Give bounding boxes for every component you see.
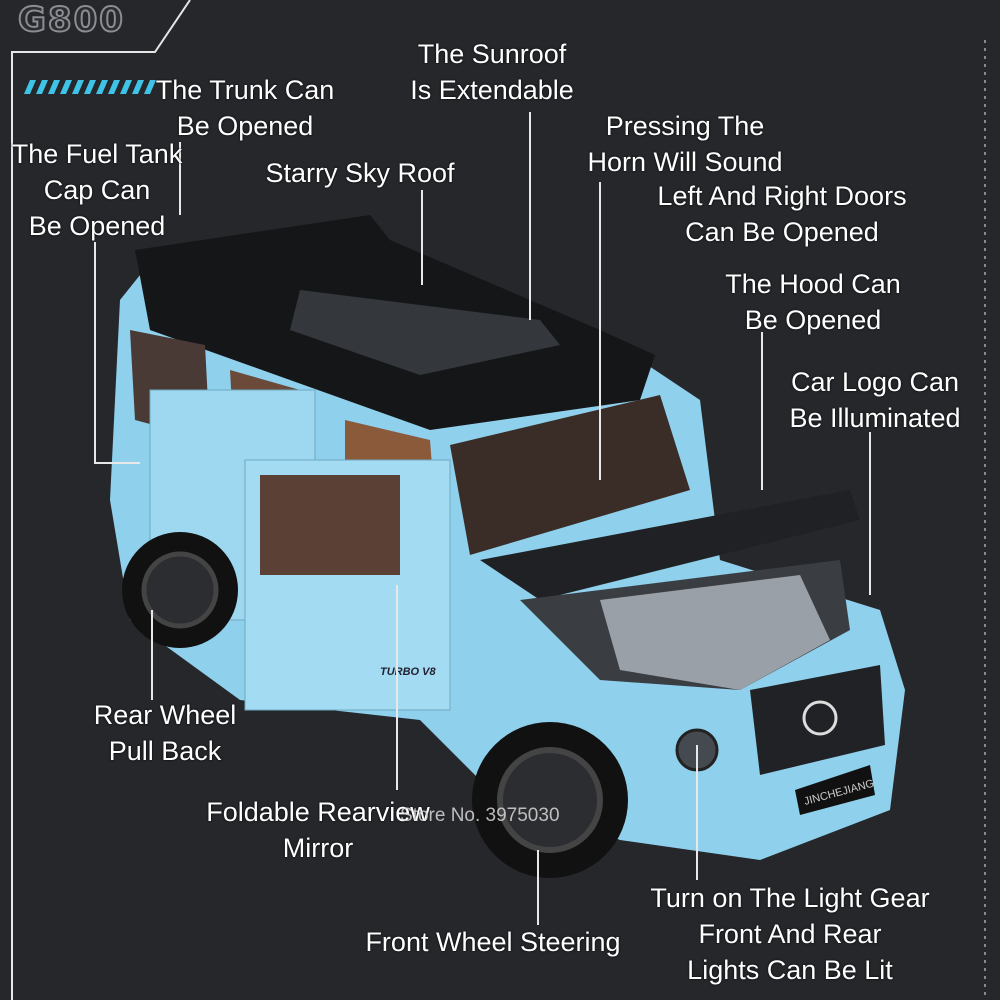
callout-line: Rear Wheel (93, 700, 237, 730)
callout-hood: The Hood Can Be Opened (725, 266, 901, 338)
toy-car: JINCHEJIANG TURBO V8 (110, 215, 905, 878)
callout-line: The Sunroof (417, 39, 567, 69)
callout-line: Turn on The Light Gear (650, 883, 930, 913)
callout-line: The Fuel Tank (11, 139, 183, 169)
callout-line: The Hood Can (725, 269, 901, 299)
grille (750, 665, 885, 775)
callout-line: Front And Rear (698, 919, 882, 949)
sunroof (290, 290, 560, 375)
callout-line: Be Opened (28, 211, 166, 241)
callout-line: Left And Right Doors (657, 181, 907, 211)
callout-line: Cap Can (43, 175, 151, 205)
car-logo (802, 700, 838, 736)
callout-starry-roof: Starry Sky Roof (265, 155, 454, 191)
callout-line: Horn Will Sound (587, 147, 783, 177)
callout-line: Be Opened (744, 305, 882, 335)
accent-stripes (24, 80, 156, 94)
plate (795, 765, 875, 815)
callout-trunk: The Trunk Can Be Opened (156, 72, 335, 144)
callout-line: Pressing The (605, 111, 765, 141)
callout-line: Lights Can Be Lit (687, 955, 893, 985)
windshield (450, 395, 690, 555)
callout-line: Be Opened (176, 111, 314, 141)
callout-line: Starry Sky Roof (265, 158, 455, 188)
callout-line: The Trunk Can (155, 75, 335, 105)
store-watermark: Store No. 3975030 (400, 805, 560, 826)
leader-lines (94, 112, 871, 925)
callout-logo: Car Logo Can Be Illuminated (789, 364, 960, 436)
callout-line: Can Be Opened (685, 217, 879, 247)
callout-line: Car Logo Can (790, 367, 960, 397)
callout-line: Is Extendable (410, 75, 574, 105)
callout-line: Mirror (282, 833, 354, 863)
callout-sunroof: The Sunroof Is Extendable (410, 36, 574, 108)
callout-line: Be Illuminated (789, 403, 961, 433)
brand-logo: G800 (17, 0, 125, 41)
turbo-badge: TURBO V8 (380, 666, 437, 678)
callout-line: Front Wheel Steering (365, 927, 621, 957)
callout-line: Foldable Rearview (206, 797, 430, 827)
frame-border (11, 0, 191, 1000)
callout-line: Pull Back (108, 736, 222, 766)
callout-front-wheel: Front Wheel Steering (365, 924, 620, 960)
hood (480, 490, 860, 600)
